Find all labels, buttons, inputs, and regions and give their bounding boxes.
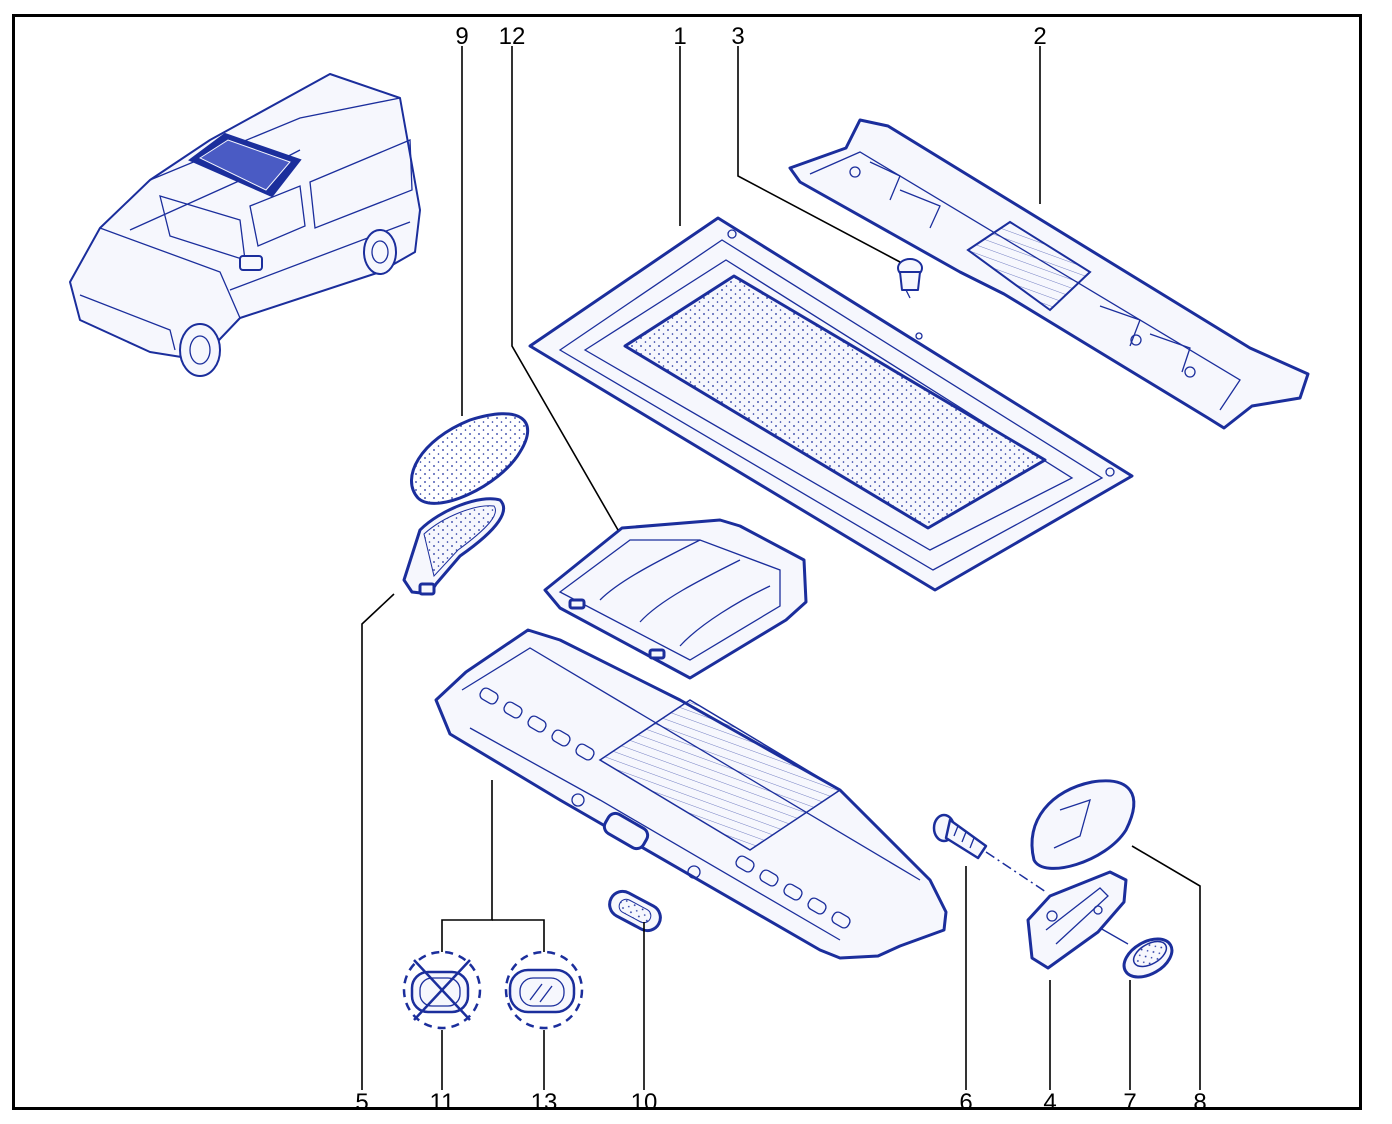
callout-11: 11 xyxy=(430,1089,455,1116)
oval-pad-part-9 xyxy=(410,412,530,505)
callout-13: 13 xyxy=(531,1089,558,1116)
grommet-part-10 xyxy=(608,889,662,933)
bracket-tray-part-12 xyxy=(543,518,808,680)
lens-not-used-part-11 xyxy=(402,950,482,1030)
rear-roof-rail-part-2 xyxy=(788,118,1310,430)
clip-part-3 xyxy=(897,258,923,299)
callout-6: 6 xyxy=(959,1089,972,1116)
leader-lines xyxy=(361,46,1201,1090)
callout-8: 8 xyxy=(1193,1089,1206,1116)
cover-cap-part-8 xyxy=(1030,779,1136,870)
callout-2: 2 xyxy=(1033,23,1046,50)
lamp-cover-part-5 xyxy=(402,497,506,596)
lens-part-13 xyxy=(504,950,584,1030)
screw-part-6 xyxy=(932,813,988,860)
callout-5: 5 xyxy=(355,1089,368,1116)
callout-4: 4 xyxy=(1043,1089,1056,1116)
callout-1: 1 xyxy=(673,23,686,50)
callout-7: 7 xyxy=(1123,1089,1136,1116)
roof-panel-part-1 xyxy=(528,216,1134,592)
grommet-part-7 xyxy=(1122,937,1174,979)
callout-12: 12 xyxy=(499,23,526,50)
roof-console xyxy=(434,628,948,960)
callout-10: 10 xyxy=(631,1089,658,1116)
callout-numbers: 9 12 1 3 2 5 11 13 10 6 4 7 8 xyxy=(355,23,1206,1116)
vehicle-overview xyxy=(69,73,421,377)
mount-plate-part-4 xyxy=(1026,870,1129,970)
callout-3: 3 xyxy=(731,23,744,50)
alignment-line xyxy=(985,851,1047,893)
callout-9: 9 xyxy=(455,23,468,50)
